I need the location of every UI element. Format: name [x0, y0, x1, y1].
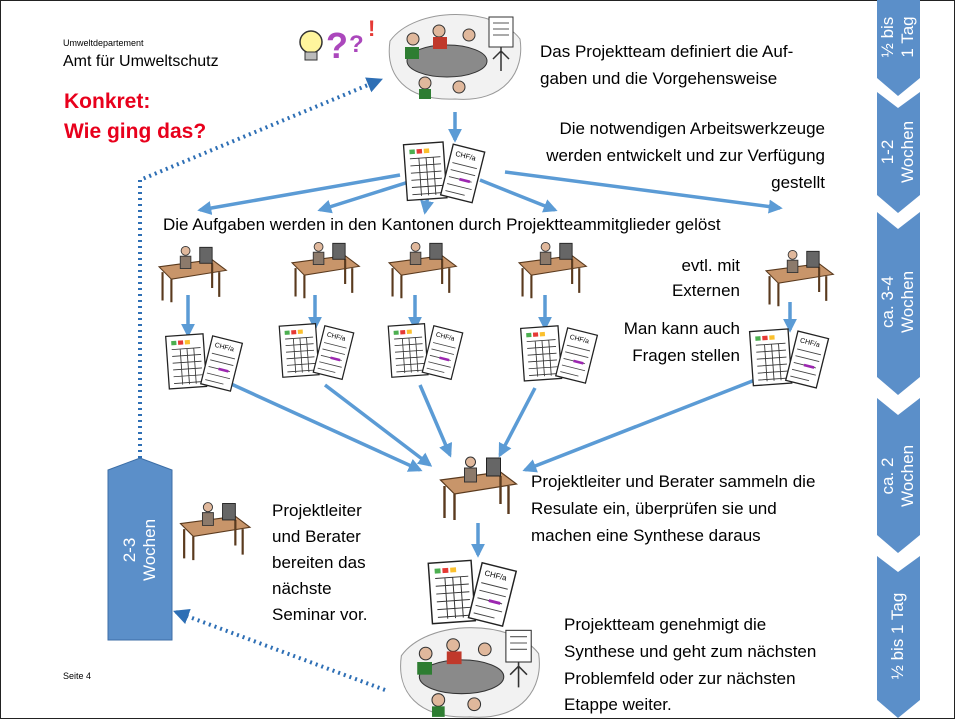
prep-text-1: Projektleiter: [272, 501, 362, 520]
prep-text-2: und Berater: [272, 527, 361, 546]
prep-text-3: bereiten das: [272, 553, 366, 572]
loop-arrow-bottom: [173, 608, 386, 692]
lightbulb-question-icon: ? ? !: [299, 16, 375, 66]
duration-chevron-2: [877, 92, 920, 213]
step5-text-2: Synthese und geht zum nächsten: [564, 642, 817, 661]
duration-label-4: ca. 2 Wochen: [878, 444, 917, 508]
duration-chevron-3: [877, 212, 920, 395]
worksheet-icon: [277, 322, 356, 381]
desk-worker-icon: [290, 241, 361, 300]
svg-text:?: ?: [326, 25, 348, 66]
worksheet-icon: [401, 140, 487, 205]
meeting-table-icon: [388, 13, 522, 101]
svg-text:!: !: [368, 16, 375, 41]
loop-duration-label: 2-3 Wochen: [120, 518, 159, 582]
flow-arrows: [181, 112, 797, 558]
loop-arrow-left: [138, 77, 383, 458]
questions-text-2: Fragen stellen: [632, 346, 740, 365]
externals-text-2: Externen: [671, 281, 740, 300]
page-number: Seite 4: [63, 671, 92, 681]
loop-duration-chevron: [107, 457, 173, 641]
step1-text-2: gaben und die Vorgehensweise: [540, 69, 778, 88]
step1-text-1: Das Projektteam definiert die Auf-: [540, 42, 794, 61]
step2-text-1: Die notwendigen Arbeitswerkzeuge: [559, 119, 825, 138]
step5-text-4: Etappe weiter.: [564, 695, 672, 714]
svg-text:?: ?: [349, 31, 364, 58]
worksheet-icon: [519, 324, 599, 385]
duration-chevron-1: [877, 0, 920, 96]
prep-text-4: nächste: [272, 579, 332, 598]
step2-text-2: werden entwickelt und zur Verfügung: [546, 146, 825, 165]
meeting-table-icon: [399, 626, 541, 719]
externals-text-1: evtl. mit: [681, 256, 740, 275]
worksheet-icon: [164, 332, 244, 393]
step4-text-1: Projektleiter und Berater sammeln die: [531, 472, 816, 491]
department-label: Umweltdepartement: [63, 38, 144, 48]
consultants-desk-icon: [439, 455, 518, 522]
desk-worker-icon: [387, 241, 458, 300]
duration-chevron-5: [877, 556, 920, 718]
office-label: Amt für Umweltschutz: [63, 53, 219, 70]
step5-text-1: Projektteam genehmigt die: [564, 615, 767, 634]
duration-label-5: ½ bis 1 Tag: [888, 592, 907, 680]
desk-worker-icon: [157, 245, 228, 304]
title-line-1: Konkret:: [64, 90, 151, 113]
prep-text-5: Seminar vor.: [272, 605, 368, 624]
step4-text-2: Resulate ein, überprüfen sie und: [531, 499, 777, 518]
duration-label-1: ½ bis 1 Tag: [878, 16, 917, 58]
worksheet-icon: [386, 322, 465, 381]
consultants-desk-icon: [179, 501, 252, 562]
desk-worker-icon: [764, 249, 835, 308]
duration-chevron-4: [877, 398, 920, 553]
step4-text-3: machen eine Synthese daraus: [531, 526, 761, 545]
step5-text-3: Problemfeld oder zur nächsten: [564, 669, 796, 688]
worksheet-icon: [748, 327, 831, 390]
step3-text: Die Aufgaben werden in den Kantonen durc…: [163, 215, 721, 234]
step2-text-3: gestellt: [771, 173, 825, 192]
duration-label-2: 1-2 Wochen: [878, 120, 917, 184]
worksheet-icon: [426, 558, 518, 628]
duration-label-3: ca. 3-4 Wochen: [878, 270, 917, 334]
questions-text-1: Man kann auch: [623, 319, 740, 338]
desk-worker-icon: [517, 241, 588, 300]
title-line-2: Wie ging das?: [64, 120, 207, 143]
